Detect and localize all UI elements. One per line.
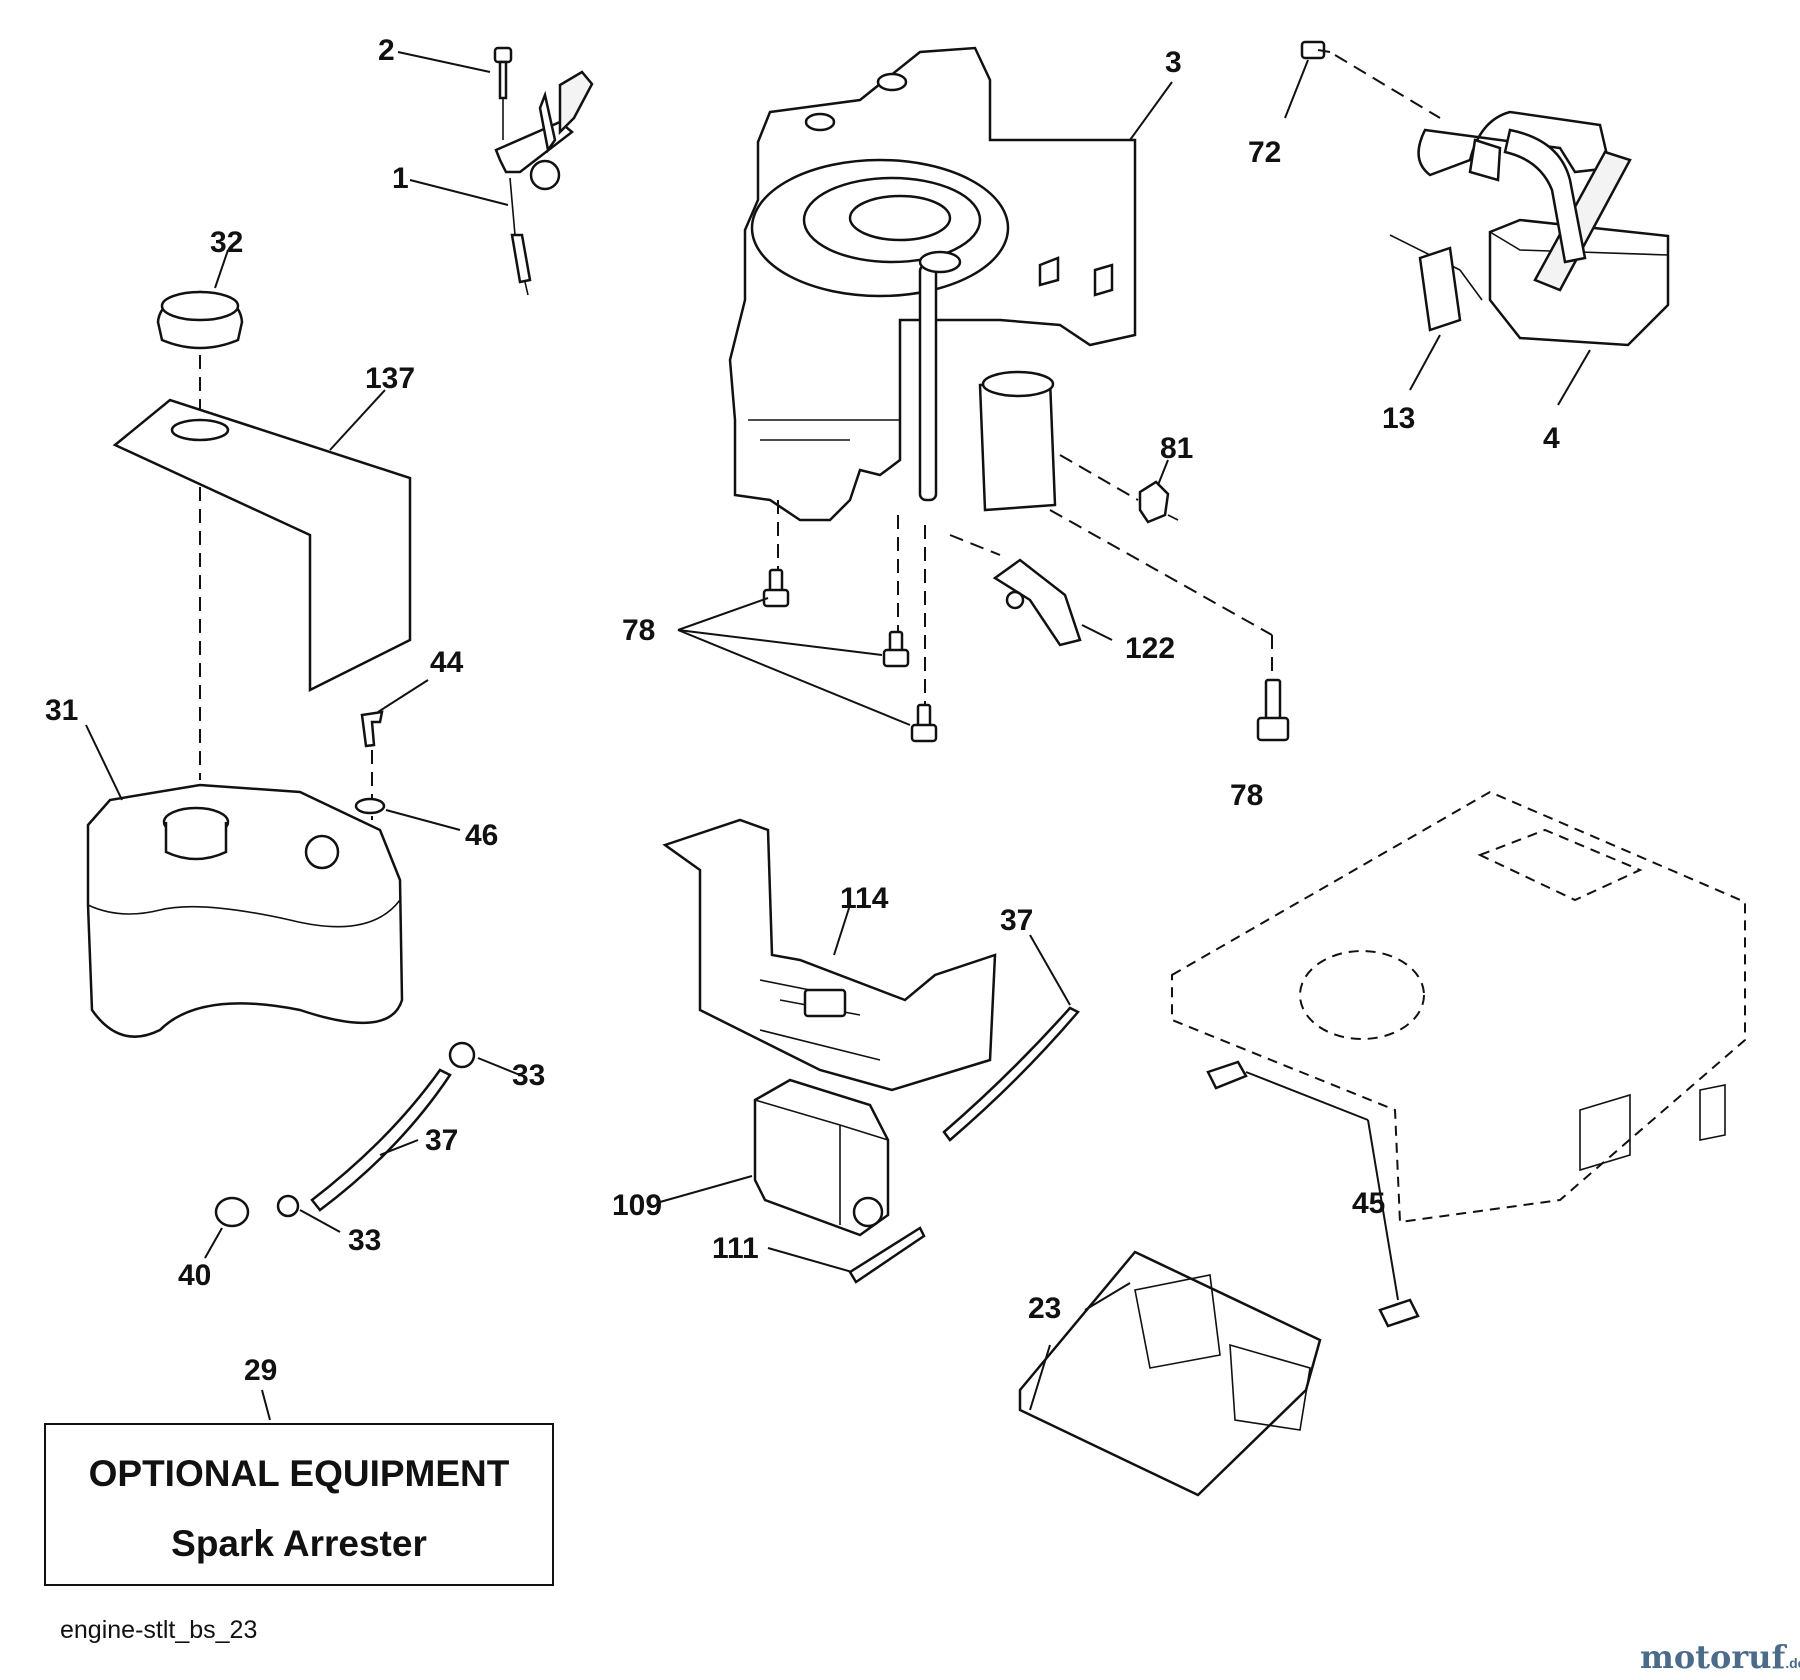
callout-13: 13 xyxy=(1382,402,1415,435)
callout-44: 44 xyxy=(430,646,464,679)
callout-109: 109 xyxy=(612,1189,662,1222)
callout-111: 111 xyxy=(712,1232,759,1265)
watermark-brand: motoruf xyxy=(1640,1638,1786,1676)
callout-33b: 33 xyxy=(348,1224,381,1257)
engine-bolts-part xyxy=(677,568,1290,743)
diagram-id-label: engine-stlt_bs_23 xyxy=(60,1616,258,1644)
callout-114: 114 xyxy=(840,882,889,915)
callout-29: 29 xyxy=(244,1354,277,1387)
callout-31: 31 xyxy=(45,694,78,727)
gas-cap-part xyxy=(156,249,244,780)
bracket-part xyxy=(662,818,997,1092)
frame-reference xyxy=(1171,790,1746,1224)
fuel-tank-shield-part xyxy=(112,389,412,693)
callout-1: 1 xyxy=(392,162,409,195)
callout-4: 4 xyxy=(1543,422,1560,455)
callout-46: 46 xyxy=(465,819,498,852)
canister-part xyxy=(659,934,1080,1284)
heat-shield-part xyxy=(949,509,1273,647)
muffler-part xyxy=(1284,40,1670,406)
callout-78a: 78 xyxy=(622,614,655,647)
optional-equipment-subtitle: Spark Arrester xyxy=(171,1523,427,1564)
callout-23: 23 xyxy=(1028,1292,1061,1325)
skid-plate-part xyxy=(1018,1060,1420,1497)
callout-40: 40 xyxy=(178,1259,211,1292)
callout-29-leader xyxy=(261,1389,271,1421)
callout-137: 137 xyxy=(365,362,415,395)
callout-122: 122 xyxy=(1125,632,1175,665)
callout-72: 72 xyxy=(1248,136,1281,169)
callout-2: 2 xyxy=(378,34,395,67)
callout-32: 32 xyxy=(210,226,243,259)
watermark-suffix: .de xyxy=(1785,1655,1800,1671)
callout-37a: 37 xyxy=(425,1124,458,1157)
optional-equipment-title: OPTIONAL EQUIPMENT xyxy=(88,1453,510,1494)
optional-equipment-box: OPTIONAL EQUIPMENT Spark Arrester xyxy=(44,1423,554,1586)
callout-78b: 78 xyxy=(1230,779,1263,812)
callout-3: 3 xyxy=(1165,46,1182,79)
callout-33a: 33 xyxy=(512,1059,545,1092)
callout-37b: 37 xyxy=(1000,904,1033,937)
callout-45: 45 xyxy=(1352,1187,1385,1220)
nut-81-part xyxy=(1059,454,1179,524)
throttle-control-part xyxy=(397,46,594,296)
fuel-line-part xyxy=(204,1041,521,1259)
engine-part xyxy=(728,46,1173,710)
watermark-logo: motoruf.de xyxy=(1640,1638,1800,1676)
callout-81: 81 xyxy=(1160,432,1193,465)
fuel-tank-part xyxy=(85,679,461,1038)
